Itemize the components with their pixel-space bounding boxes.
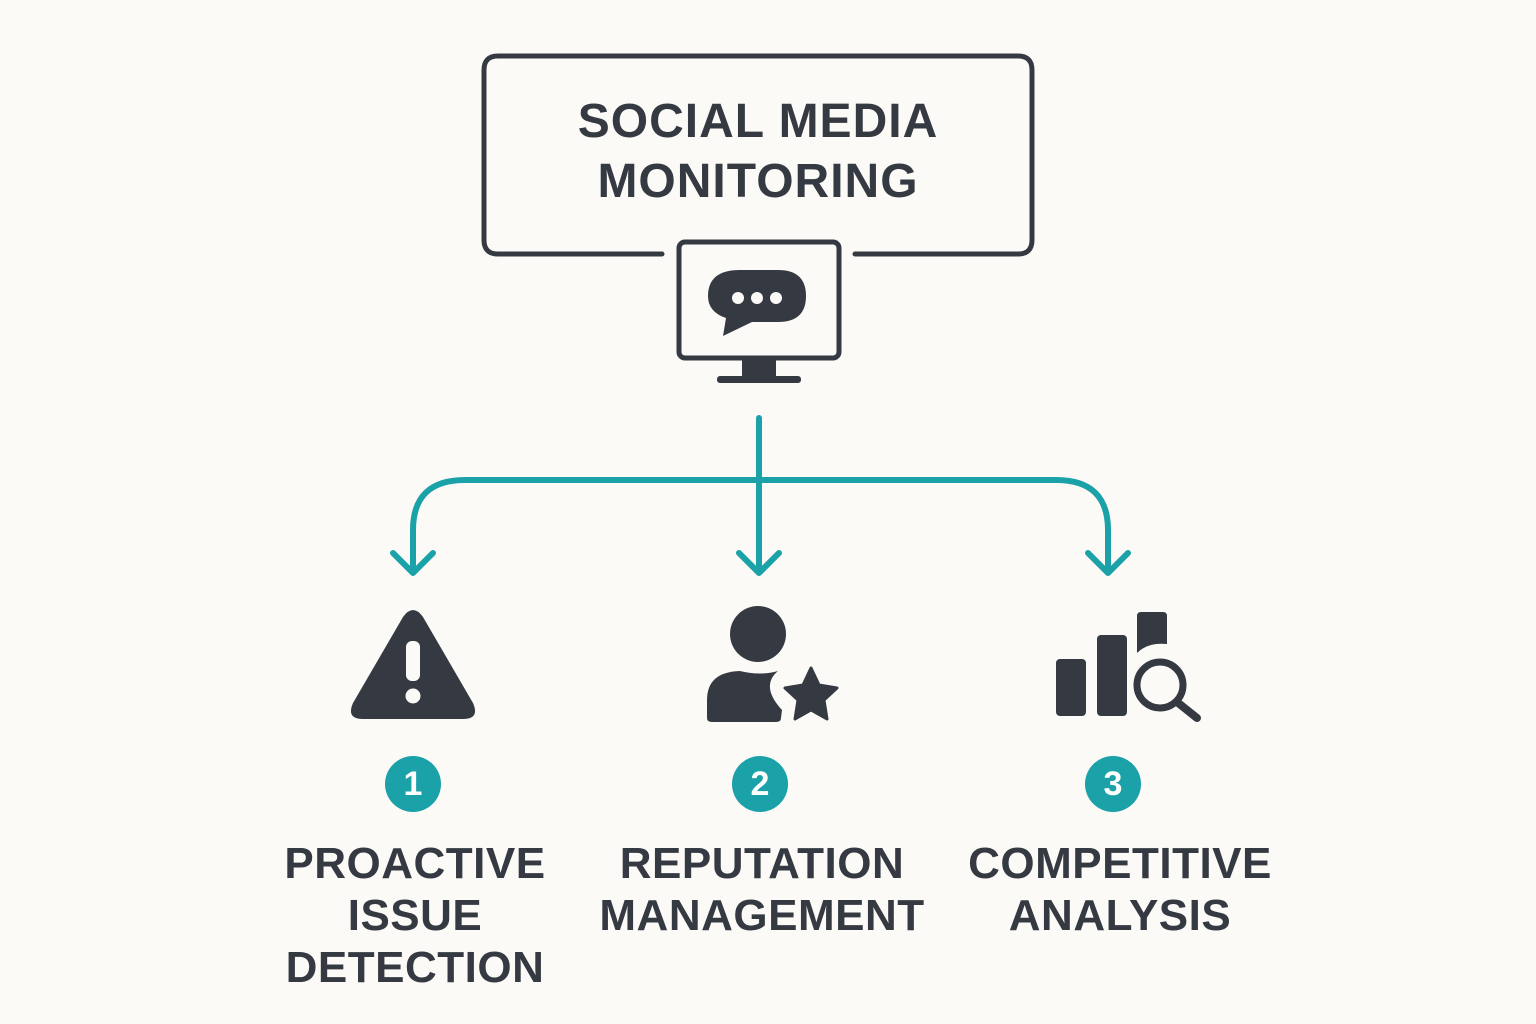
branch-label-proactive-issue-detection: PROACTIVE ISSUE DETECTION (235, 838, 595, 994)
step-badge-2: 2 (732, 756, 788, 812)
label-line: PROACTIVE (284, 839, 546, 888)
monitor-base (717, 376, 801, 383)
monitor-stand (742, 358, 776, 378)
bar-chart-magnifier-icon (1056, 612, 1201, 722)
label-line: MANAGEMENT (599, 891, 925, 940)
branch-label-competitive-analysis: COMPETITIVE ANALYSIS (940, 838, 1300, 942)
arrowhead-center (736, 550, 782, 576)
title-line-1: SOCIAL MEDIA (577, 95, 939, 148)
branch-bar (410, 477, 1111, 571)
step-badge-1: 1 (385, 756, 441, 812)
user-star-icon (707, 606, 839, 722)
arrowhead-right (1085, 550, 1131, 576)
title-line-2: MONITORING (597, 155, 919, 208)
label-line: ANALYSIS (1008, 891, 1232, 940)
arrowhead-left (390, 550, 436, 576)
connector-arrows (390, 415, 1131, 576)
branch-label-reputation-management: REPUTATION MANAGEMENT (582, 838, 942, 942)
warning-triangle-icon (350, 610, 476, 719)
label-line: DETECTION (285, 943, 545, 992)
step-badge-3: 3 (1085, 756, 1141, 812)
title-box (481, 53, 1035, 257)
label-line: ISSUE (347, 891, 483, 940)
monitor-chat-icon (676, 239, 842, 383)
label-line: REPUTATION (619, 839, 905, 888)
page-title: SOCIAL MEDIA MONITORING (482, 92, 1034, 212)
chat-bubble-icon (708, 270, 806, 336)
label-line: COMPETITIVE (968, 839, 1272, 888)
